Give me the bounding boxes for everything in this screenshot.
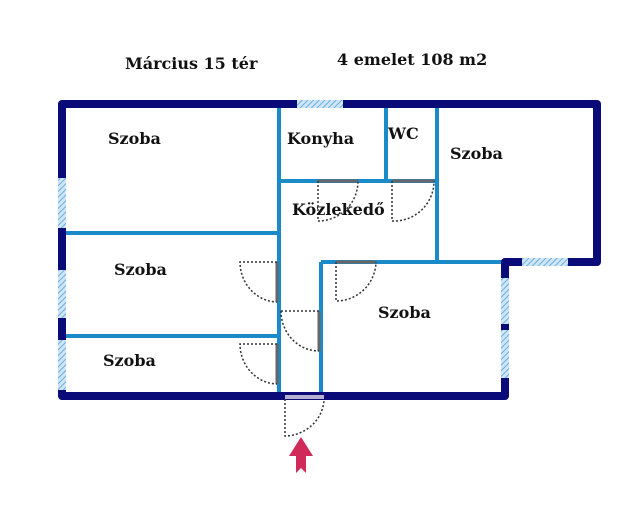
inner-walls [62, 104, 505, 396]
room-label-konyha: Konyha [287, 129, 354, 148]
door [239, 261, 279, 303]
doors [239, 179, 435, 437]
room-label-wc: WC [387, 124, 419, 143]
window [58, 270, 66, 318]
window [522, 258, 568, 266]
entrance-arrow-icon [289, 437, 313, 473]
door [317, 179, 359, 222]
room-label-kozlekedo: Közlekedő [292, 200, 385, 219]
window [58, 178, 66, 228]
window [297, 100, 343, 108]
room-label-szoba-4: Szoba [378, 303, 431, 322]
door [239, 343, 279, 385]
windows [58, 100, 568, 390]
room-label-szoba-3: Szoba [114, 260, 167, 279]
window [58, 340, 66, 390]
door [280, 310, 321, 352]
window [501, 330, 509, 378]
room-label-szoba-5: Szoba [103, 351, 156, 370]
door [391, 179, 435, 222]
window [501, 278, 509, 324]
apartment-details: 4 emelet 108 m2 [337, 50, 487, 69]
address-title: Március 15 tér [125, 54, 258, 73]
room-label-szoba-2: Szoba [450, 144, 503, 163]
outer-wall [58, 100, 601, 400]
room-label-szoba-1: Szoba [108, 129, 161, 148]
entrance-door [284, 395, 325, 437]
door [335, 260, 377, 302]
